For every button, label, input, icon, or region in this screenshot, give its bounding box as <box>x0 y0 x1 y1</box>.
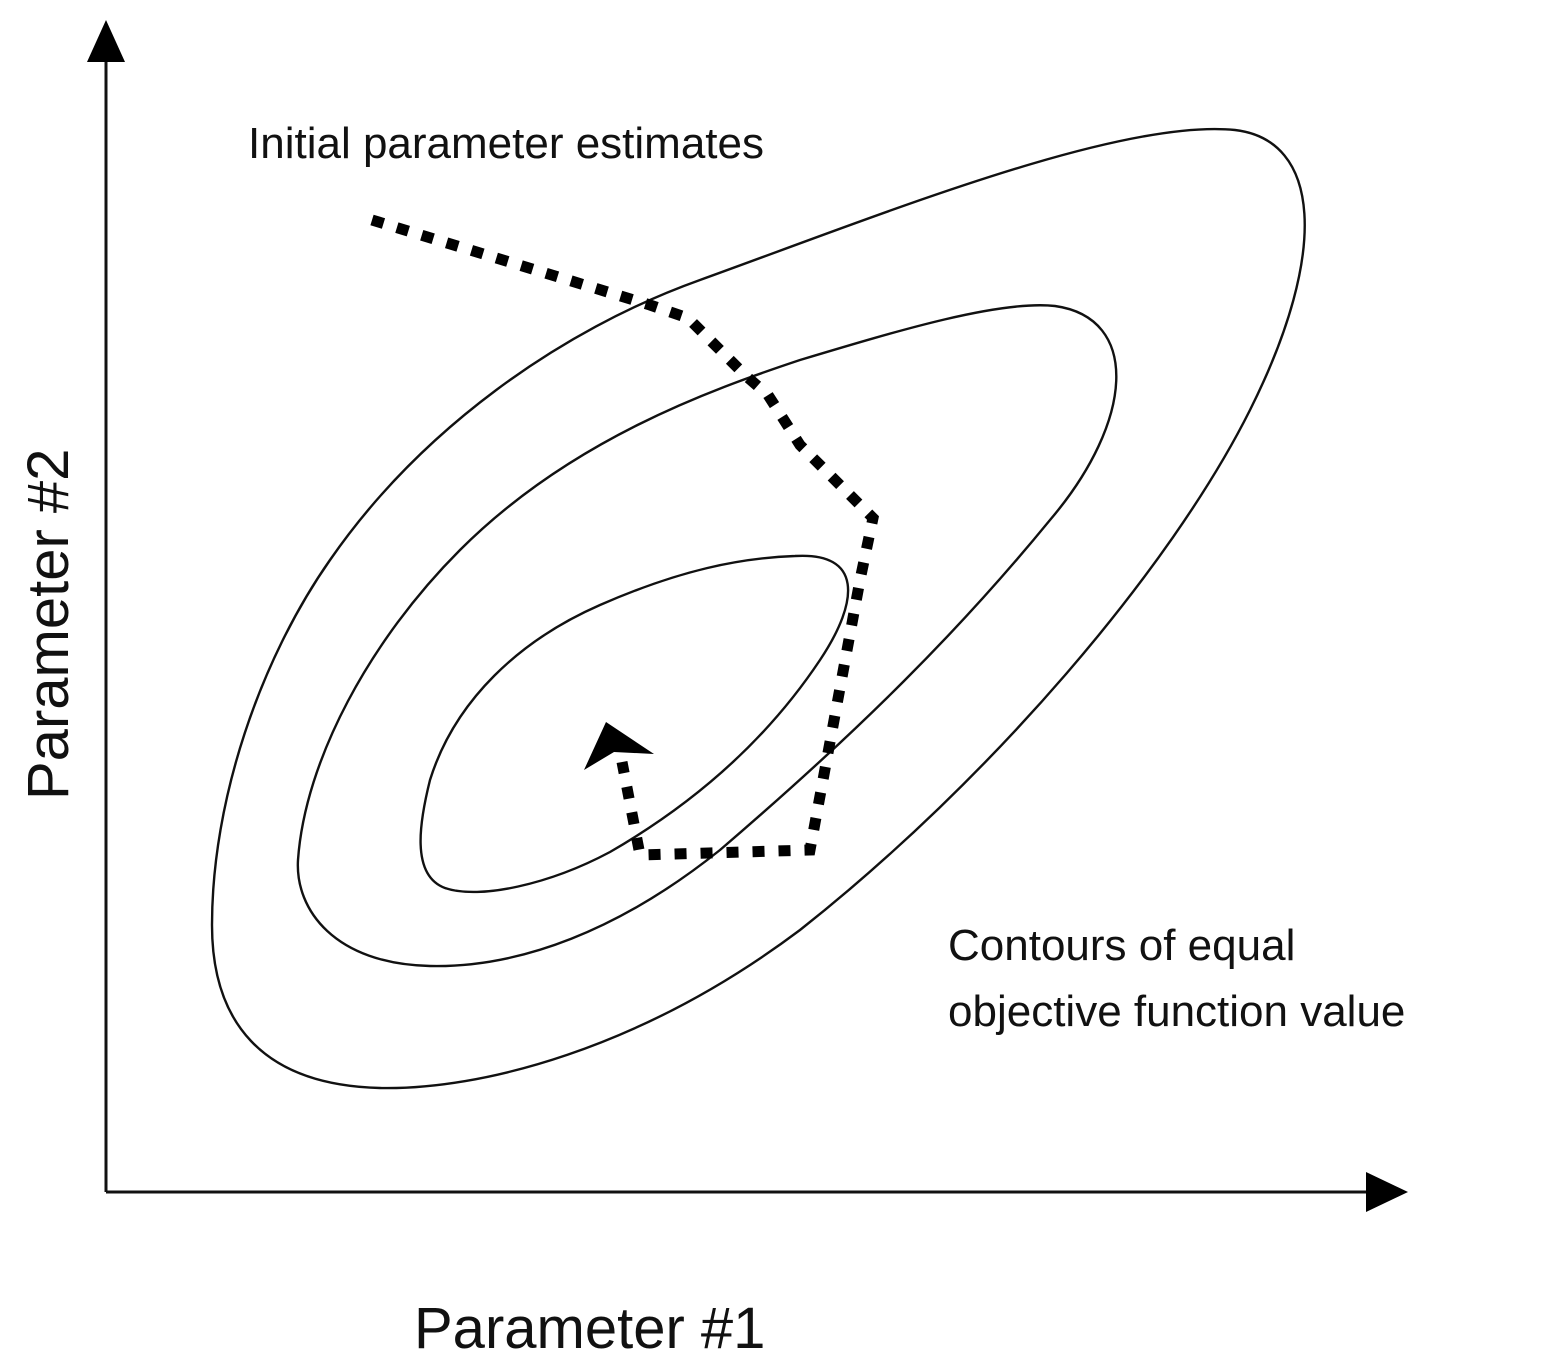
middle-contour <box>296 304 1118 968</box>
search-path <box>370 214 879 861</box>
search-path-arrowhead <box>584 722 654 770</box>
contours-label-line2: objective function value <box>948 987 1405 1036</box>
axes <box>87 20 1408 1212</box>
contours-label: Contours of equal objective function val… <box>948 921 1405 1036</box>
inner-contour <box>419 554 850 894</box>
contours <box>210 127 1306 1090</box>
y-axis-title: Parameter #2 <box>16 449 81 800</box>
outer-contour <box>210 127 1306 1090</box>
search-path-line <box>370 214 879 861</box>
initial-estimates-label: Initial parameter estimates <box>248 119 764 168</box>
x-axis-arrowhead <box>1366 1172 1408 1212</box>
contours-label-line1: Contours of equal <box>948 921 1295 970</box>
y-axis-arrowhead <box>87 20 125 62</box>
x-axis-title: Parameter #1 <box>414 1296 765 1361</box>
